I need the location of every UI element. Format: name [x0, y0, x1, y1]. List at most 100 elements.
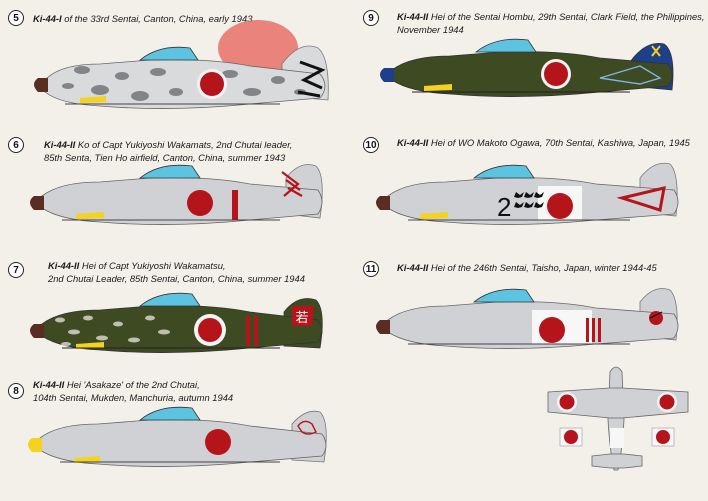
caption-line2: 85th Senta, Tien Ho airfield, Canton, Ch… — [44, 151, 286, 163]
fuselage-arrow — [599, 65, 662, 85]
profile-number-badge: 10 — [363, 137, 379, 153]
tail-marking — [616, 186, 666, 212]
fuselage — [39, 419, 327, 467]
kill-markings — [514, 192, 544, 208]
mottle-camouflage — [62, 66, 306, 101]
hinomaru — [539, 317, 565, 343]
profile-caption: Ki-44-I of the 33rd Sentai, Canton, Chin… — [33, 13, 252, 26]
background-stain — [218, 20, 298, 76]
wing-leading-edge — [74, 456, 100, 463]
profile-number-badge: 8 — [8, 383, 24, 399]
caption-line1: Hei of WO Makoto Ogawa, 70th Sentai, Kas… — [428, 137, 690, 148]
fuselage — [391, 51, 673, 97]
fuselage — [44, 59, 326, 109]
tail-emblem — [651, 45, 661, 57]
hinomaru — [200, 72, 224, 96]
fuselage — [41, 177, 323, 225]
fuselage-band — [246, 316, 250, 346]
caption-line1: Ko of Capt Yukiyoshi Wakamats, 2nd Chuta… — [75, 139, 293, 150]
tail-marking — [297, 60, 326, 98]
planform-hinomaru-lower-right — [656, 430, 670, 444]
profile-number-badge: 6 — [8, 137, 24, 153]
wing-leading-edge — [76, 342, 104, 349]
profile-number-badge: 5 — [8, 10, 24, 26]
caption-line1: of the 33rd Sentai, Canton, China, early… — [61, 13, 253, 24]
tail-marking — [297, 420, 317, 435]
caption-line2: November 1944 — [397, 23, 464, 35]
spinner — [30, 196, 44, 210]
aircraft-model: Ki-44-II — [397, 137, 429, 148]
canopy — [138, 406, 201, 421]
aircraft-model: Ki-44-II — [48, 260, 80, 271]
mottle-camouflage — [55, 315, 170, 346]
caption-line2: 104th Sentai, Mukden, Manchuria, autumn … — [33, 391, 234, 403]
canopy — [472, 288, 535, 303]
profile-caption: Ki-44-II Hei of the Sentai Hombu, 29th S… — [397, 11, 704, 36]
canopy — [472, 164, 535, 179]
wing-leading-edge — [80, 96, 106, 103]
caption-line1: Hei of Capt Yukiyoshi Wakamatsu, — [79, 260, 226, 271]
tail-chevrons — [281, 171, 303, 197]
caption-line2: 2nd Chutai Leader, 85th Sentai, Canton, … — [48, 272, 305, 284]
aircraft-model: Ki-44-II — [397, 11, 429, 22]
wing-leading-edge — [76, 212, 104, 219]
caption-line1: Hei 'Asakaze' of the 2nd Chutai, — [64, 379, 200, 390]
profile-caption: Ki-44-II Hei 'Asakaze' of the 2nd Chutai… — [33, 379, 233, 404]
fuselage-band — [254, 316, 258, 346]
profile-number-badge: 11 — [363, 261, 379, 277]
profile-number-badge: 7 — [8, 262, 24, 278]
hinomaru — [187, 190, 213, 216]
profile-caption: Ki-44-II Hei of WO Makoto Ogawa, 70th Se… — [397, 137, 690, 150]
planform-tailplane — [591, 453, 643, 469]
aircraft-model: Ki-44-II — [44, 139, 76, 150]
planform-hinomaru-left — [559, 394, 575, 410]
fuselage-band — [592, 318, 595, 342]
planform-wing — [547, 387, 689, 419]
profile-caption: Ki-44-II Ko of Capt Yukiyoshi Wakamats, … — [44, 139, 292, 164]
hinomaru — [547, 193, 573, 219]
canopy — [138, 46, 199, 61]
tail-marking — [292, 306, 314, 326]
fuselage-band — [232, 190, 238, 220]
spinner — [34, 78, 48, 92]
profile-caption: Ki-44-II Hei of Capt Yukiyoshi Wakamatsu… — [48, 260, 305, 285]
fuselage-number: 2 — [497, 192, 511, 222]
aircraft-model: Ki-44-II — [397, 262, 429, 273]
tail-kanji: 若 — [295, 310, 308, 326]
fuselage-band — [598, 318, 601, 342]
spinner — [376, 320, 390, 334]
spinner — [30, 324, 44, 338]
spinner — [376, 196, 390, 210]
caption-line1: Hei of the 246th Sentai, Taisho, Japan, … — [428, 262, 657, 273]
spinner — [380, 68, 394, 82]
profile-number-badge: 9 — [363, 10, 379, 26]
planform-band — [610, 428, 624, 448]
fuselage — [41, 305, 323, 353]
wing-leading-edge — [424, 84, 452, 91]
tail-emblem — [649, 311, 663, 325]
hinomaru — [544, 62, 568, 86]
planform-hinomaru-right — [659, 394, 675, 410]
canopy — [474, 38, 537, 53]
spinner — [28, 438, 42, 452]
aircraft-model: Ki-44-II — [33, 379, 65, 390]
caption-line1: Hei of the Sentai Hombu, 29th Sentai, Cl… — [428, 11, 705, 22]
profile-caption: Ki-44-II Hei of the 246th Sentai, Taisho… — [397, 262, 657, 275]
hinomaru — [205, 429, 231, 455]
aircraft-model: Ki-44-I — [33, 13, 62, 24]
wing-leading-edge — [420, 212, 448, 219]
hinomaru — [198, 318, 222, 342]
canopy — [138, 292, 201, 307]
fuselage — [387, 177, 679, 225]
canopy — [138, 164, 201, 179]
planform-hinomaru-lower-left — [564, 430, 578, 444]
